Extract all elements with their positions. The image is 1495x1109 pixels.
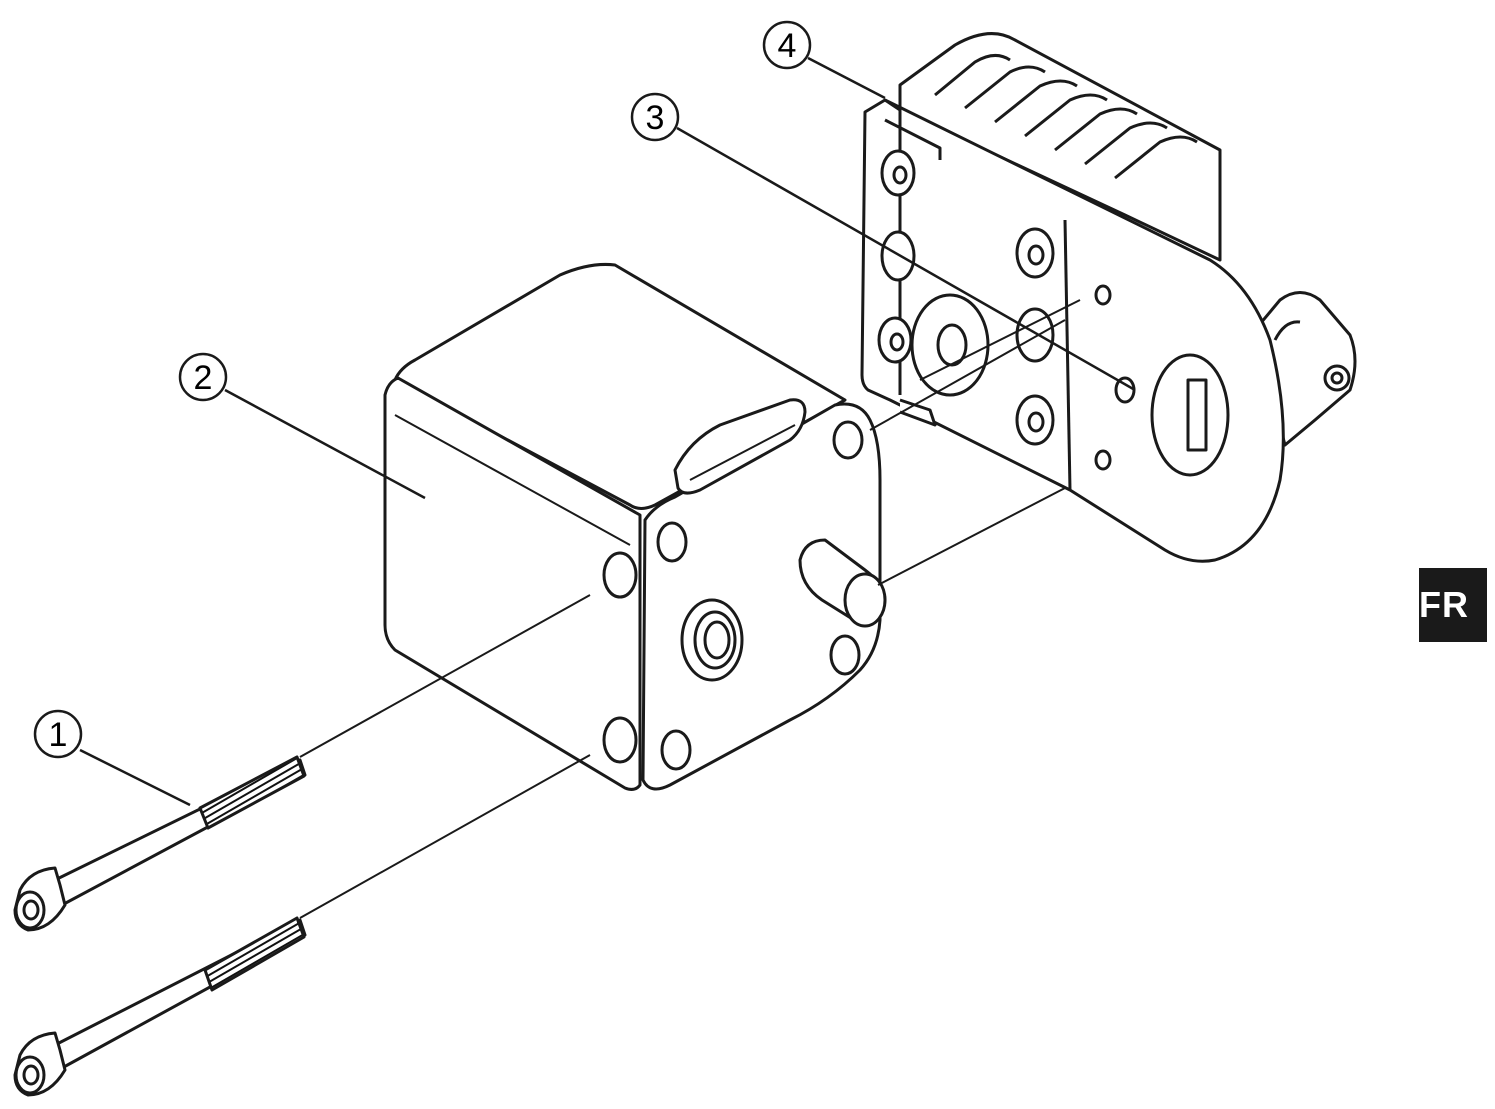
callout-label-2: 2 [194,359,213,397]
callout-1: 1 [33,709,191,807]
housing [383,263,887,791]
callout-2: 2 [178,352,426,500]
callout-label-1: 1 [49,716,68,754]
bracket-screw-heads [877,149,1055,446]
mounting-bracket [860,32,1357,563]
assembly-lines [299,299,1081,919]
screws [13,755,307,1097]
seal-ring [910,293,990,397]
heat-sink-fins [898,32,1222,262]
callout-label-3: 3 [646,99,665,137]
callout-4: 4 [762,20,886,100]
callout-label-4: 4 [778,27,797,65]
callout-3: 3 [630,92,1136,392]
screw-upper [13,755,307,932]
language-tab: FR [1419,568,1487,642]
screw-lower [13,916,307,1097]
